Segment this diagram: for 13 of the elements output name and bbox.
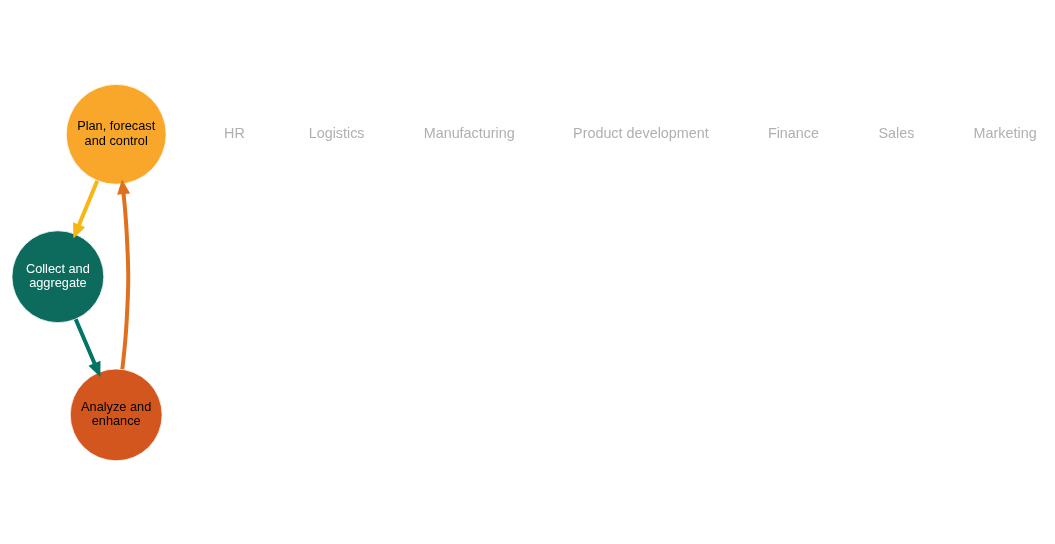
label: Finance — [767, 124, 819, 141]
label: Marketing — [973, 124, 1037, 141]
arrow — [117, 178, 131, 369]
node-circle: Plan, forecast and control — [65, 83, 167, 185]
node-circle: Collect and aggregate — [11, 229, 105, 323]
label: Sales — [878, 124, 915, 141]
label: Logistics — [308, 124, 365, 141]
node-circle: Analyze and enhance — [69, 368, 163, 461]
arrow — [73, 317, 101, 377]
arrow — [73, 179, 100, 239]
label: Product development — [573, 124, 709, 141]
label: HR — [224, 124, 245, 141]
label: Manufacturing — [423, 124, 515, 141]
